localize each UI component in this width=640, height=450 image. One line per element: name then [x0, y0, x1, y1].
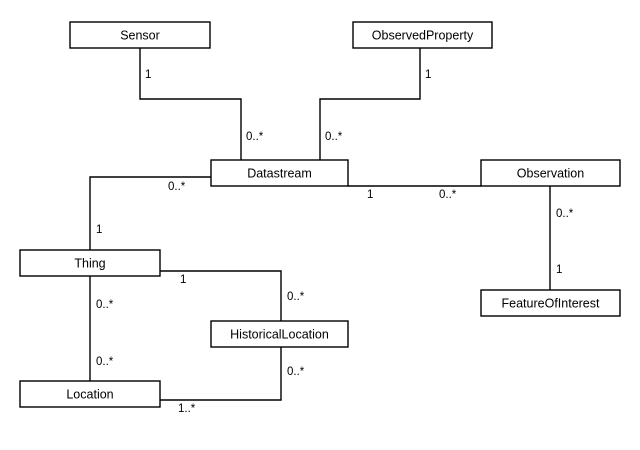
- multiplicity-label-observation-featureofinterest-observation: 0..*: [556, 208, 574, 220]
- multiplicity-labels-layer: 1 0..* 1 0..* 1 0..* 0..* 1 0..* 1 0..* 0..* 1 0..* 0.…: [96, 69, 574, 415]
- entity-box-thing[interactable]: [19, 249, 161, 277]
- entity-box-datastream[interactable]: [210, 159, 349, 187]
- multiplicity-label-datastream-observation-observation: 0..*: [439, 189, 457, 201]
- multiplicity-label-datastream-observation-datastream: 1: [367, 189, 373, 201]
- association-line-observedproperty-datastream: [319, 48, 421, 160]
- multiplicity-label-observedproperty-datastream-datastream: 0..*: [325, 131, 343, 143]
- entity-observedproperty[interactable]: ObservedProperty: [352, 21, 493, 49]
- multiplicity-label-thing-datastream-thing: 1: [96, 224, 102, 236]
- association-line-thing-datastream: [89, 176, 211, 250]
- entity-datastream[interactable]: Datastream: [210, 159, 349, 187]
- entity-box-observedproperty[interactable]: [352, 21, 493, 49]
- multiplicity-label-thing-historicallocation-historicallocation: 0..*: [287, 291, 305, 303]
- multiplicity-label-thing-location-thing: 0..*: [96, 299, 114, 311]
- entity-label-thing: Thing: [74, 256, 105, 270]
- multiplicity-label-observation-featureofinterest-featureofinterest: 1: [556, 264, 562, 276]
- multiplicity-label-thing-datastream-datastream: 0..*: [168, 181, 186, 193]
- multiplicity-label-sensor-datastream-datastream: 0..*: [246, 131, 264, 143]
- multiplicity-label-observedproperty-datastream-observedproperty: 1: [425, 69, 431, 81]
- entity-label-featureofinterest: FeatureOfInterest: [502, 296, 600, 310]
- entity-box-observation[interactable]: [480, 159, 621, 187]
- entity-location[interactable]: Location: [19, 380, 161, 408]
- entity-label-location: Location: [66, 387, 113, 401]
- entity-label-observedproperty: ObservedProperty: [372, 28, 474, 42]
- entity-label-datastream: Datastream: [247, 166, 312, 180]
- entity-box-location[interactable]: [19, 380, 161, 408]
- entity-box-historicallocation[interactable]: [210, 320, 349, 348]
- entity-sensor[interactable]: Sensor: [69, 21, 211, 49]
- entity-featureofinterest[interactable]: FeatureOfInterest: [480, 289, 621, 317]
- multiplicity-label-thing-location-location: 0..*: [96, 356, 114, 368]
- multiplicity-label-thing-historicallocation-thing: 1: [180, 274, 186, 286]
- entity-box-featureofinterest[interactable]: [480, 289, 621, 317]
- association-lines-layer: [89, 48, 551, 401]
- entity-historicallocation[interactable]: HistoricalLocation: [210, 320, 349, 348]
- multiplicity-label-sensor-datastream-sensor: 1: [145, 69, 151, 81]
- entity-thing[interactable]: Thing: [19, 249, 161, 277]
- multiplicity-label-historicallocation-location-location: 1..*: [178, 403, 196, 415]
- multiplicity-label-historicallocation-location-historicallocation: 0..*: [287, 366, 305, 378]
- entity-label-sensor: Sensor: [120, 28, 160, 42]
- entity-label-observation: Observation: [517, 166, 584, 180]
- entity-observation[interactable]: Observation: [480, 159, 621, 187]
- entity-box-sensor[interactable]: [69, 21, 211, 49]
- association-line-historicallocation-location: [160, 347, 282, 401]
- entity-label-historicallocation: HistoricalLocation: [230, 327, 329, 341]
- association-line-thing-historicallocation: [160, 270, 282, 321]
- association-line-sensor-datastream: [139, 48, 242, 160]
